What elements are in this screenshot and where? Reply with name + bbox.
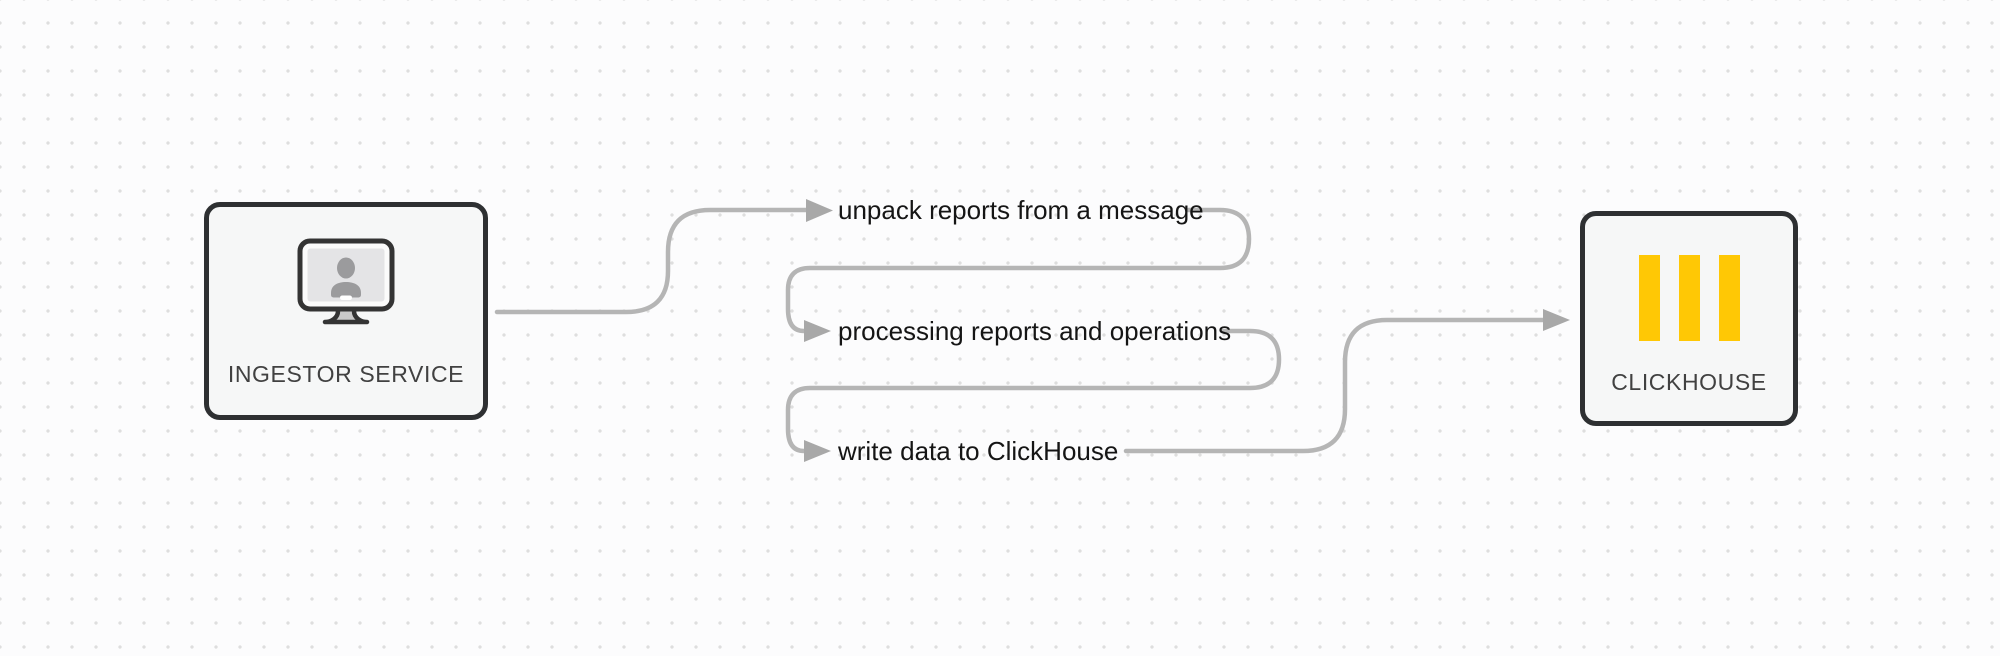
step-label-unpack-reports: unpack reports from a message	[838, 195, 1204, 225]
step-label-processing-reports: processing reports and operations	[838, 316, 1232, 346]
edge-step2-to-step3	[785, 328, 1282, 454]
monitor-user-icon	[209, 237, 483, 333]
clickhouse-bar	[1638, 255, 1660, 341]
arrowhead-icon	[804, 440, 831, 462]
ingestor-service-label: INGESTOR SERVICE	[227, 361, 465, 387]
clickhouse-bar	[1678, 255, 1700, 341]
arrowhead-icon	[806, 199, 833, 222]
clickhouse-bar	[1718, 255, 1740, 341]
edge-ingestor-to-step1	[494, 207, 809, 315]
edge-step1-to-step2	[785, 207, 1252, 334]
clickhouse-label: CLICKHOUSE	[1611, 369, 1767, 395]
edge-step3-to-clickhouse	[1123, 317, 1546, 454]
node-clickhouse: CLICKHOUSE	[1580, 211, 1798, 426]
arrowhead-icon	[1543, 309, 1570, 331]
node-ingestor-service: INGESTOR SERVICE	[204, 202, 488, 420]
step-label-write-data: write data to ClickHouse	[838, 436, 1119, 466]
clickhouse-bars-icon	[1585, 255, 1793, 341]
arrowhead-icon	[804, 320, 831, 342]
